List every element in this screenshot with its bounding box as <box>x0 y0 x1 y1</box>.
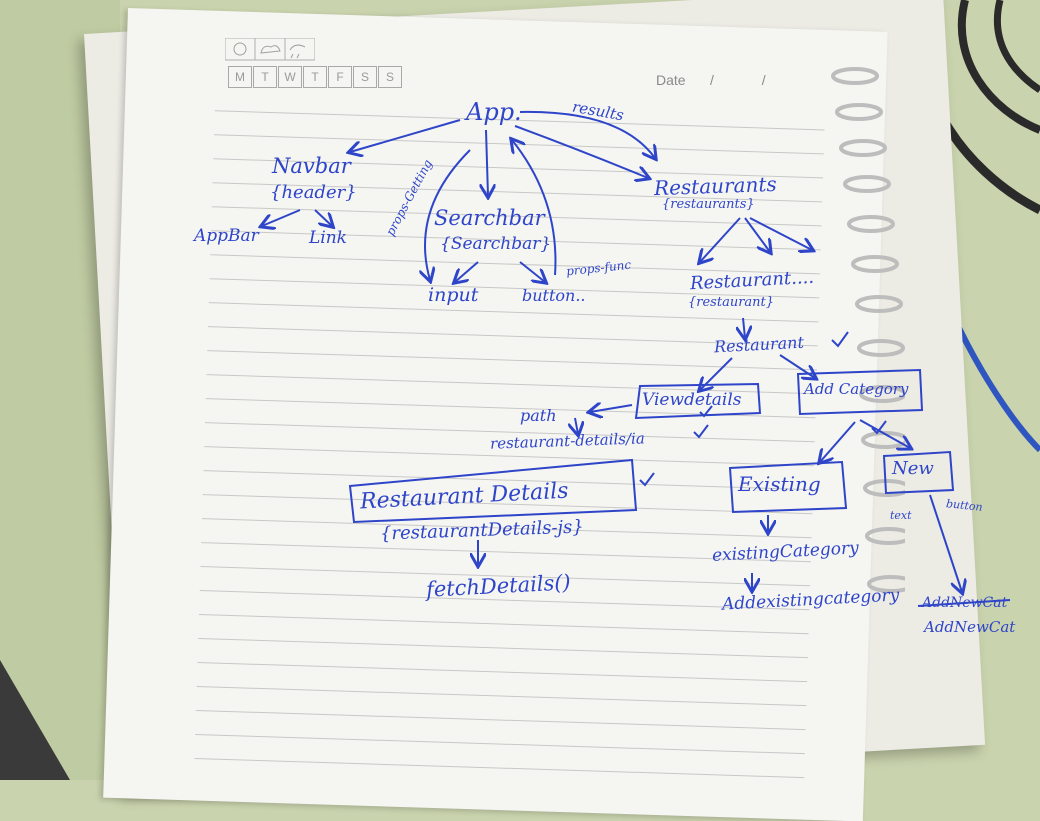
new-node: New <box>892 458 934 479</box>
dark-object-corner <box>0 660 70 780</box>
add-new-cat-struck: AddNewCat <box>922 595 1008 611</box>
cloud-icon <box>260 45 281 54</box>
day-box-fri: F <box>328 66 352 88</box>
existing-node: Existing <box>738 472 821 496</box>
day-box-wed: W <box>278 66 302 88</box>
searchbar-node: Searchbar <box>434 206 545 230</box>
restaurants-file: {restaurants} <box>662 197 755 212</box>
button-node: button.. <box>522 286 586 305</box>
day-box-sun: S <box>378 66 402 88</box>
sun-icon <box>233 42 247 56</box>
navbar-file: {header} <box>270 182 357 203</box>
appbar-node: AppBar <box>194 226 259 246</box>
date-label: Date <box>656 72 686 88</box>
spiral-binding <box>831 67 905 593</box>
day-box-sat: S <box>353 66 377 88</box>
path-label: path <box>520 406 557 425</box>
navbar-node: Navbar <box>272 154 351 178</box>
sketch-connectors <box>0 110 1011 607</box>
day-box-mon: M <box>228 66 252 88</box>
text-label: text <box>890 509 912 522</box>
input-node: input <box>428 284 479 306</box>
restaurant-list-file: {restaurant} <box>688 295 775 310</box>
weather-icons <box>225 38 315 61</box>
add-category-node: Add Category <box>804 380 909 398</box>
link-node: Link <box>309 228 347 248</box>
day-box-tue: T <box>253 66 277 88</box>
day-box-thu: T <box>303 66 327 88</box>
button-label: button <box>945 497 984 514</box>
add-new-cat-node: AddNewCat <box>924 618 1016 636</box>
rain-icon <box>289 44 306 59</box>
notebook-page <box>103 8 888 821</box>
view-details-node: Viewdetails <box>642 390 742 410</box>
restaurants-node: Restaurants <box>653 171 778 201</box>
date-slashes: / / <box>710 72 788 88</box>
app-node: App. <box>466 98 522 126</box>
restaurant-node: Restaurant <box>713 332 805 357</box>
ruled-lines <box>194 110 825 779</box>
searchbar-file: {Searchbar} <box>440 234 552 254</box>
